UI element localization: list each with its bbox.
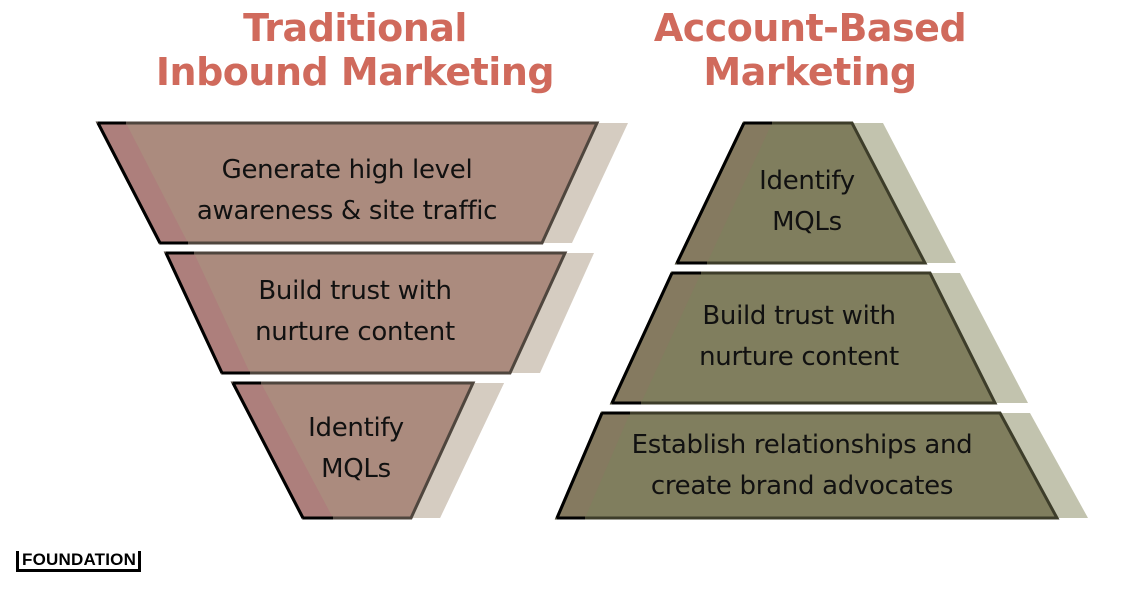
funnel-stage-2-shape bbox=[163, 251, 594, 375]
traditional-inbound-title: Traditional Inbound Marketing bbox=[130, 6, 580, 94]
label-line-1: Identify bbox=[308, 413, 404, 443]
funnel-stage-3-shape bbox=[230, 381, 504, 520]
pyramid-stage-3-shape bbox=[554, 411, 1088, 520]
label-line-1: Build trust with bbox=[702, 301, 896, 331]
pyramid-stage-1-label: Identify MQLs bbox=[707, 161, 907, 243]
pyramid-stage-1-shape bbox=[674, 121, 956, 265]
label-line-1: Establish relationships and bbox=[631, 430, 973, 460]
pyramid-stage-2-label: Build trust with nurture content bbox=[599, 296, 999, 378]
funnel-stage-2-label: Build trust with nurture content bbox=[155, 271, 555, 353]
account-based-title: Account-Based Marketing bbox=[620, 6, 1000, 94]
label-line-2: create brand advocates bbox=[650, 471, 954, 501]
title-line-1: Traditional bbox=[243, 6, 467, 50]
foundation-logo: FOUNDATION bbox=[16, 551, 142, 572]
label-line-2: awareness & site traffic bbox=[196, 196, 498, 226]
funnel-stage-1-shape bbox=[95, 121, 628, 245]
label-line-2: MQLs bbox=[772, 207, 842, 237]
title-line-2: Inbound Marketing bbox=[155, 50, 555, 94]
label-line-2: nurture content bbox=[699, 342, 899, 372]
funnel-stage-3-label: Identify MQLs bbox=[256, 408, 456, 490]
funnel-stage-1-label: Generate high level awareness & site tra… bbox=[147, 150, 547, 232]
title-line-1: Account-Based bbox=[653, 6, 967, 50]
label-line-1: Build trust with bbox=[258, 276, 452, 306]
label-line-1: Generate high level bbox=[221, 155, 473, 185]
label-line-2: nurture content bbox=[255, 317, 455, 347]
pyramid-stage-3-label: Establish relationships and create brand… bbox=[552, 425, 1052, 507]
label-line-1: Identify bbox=[759, 166, 855, 196]
pyramid-stage-2-shape bbox=[609, 271, 1028, 405]
title-line-2: Marketing bbox=[703, 50, 917, 94]
label-line-2: MQLs bbox=[321, 454, 391, 484]
funnel bbox=[95, 121, 628, 520]
pyramid bbox=[554, 121, 1088, 520]
